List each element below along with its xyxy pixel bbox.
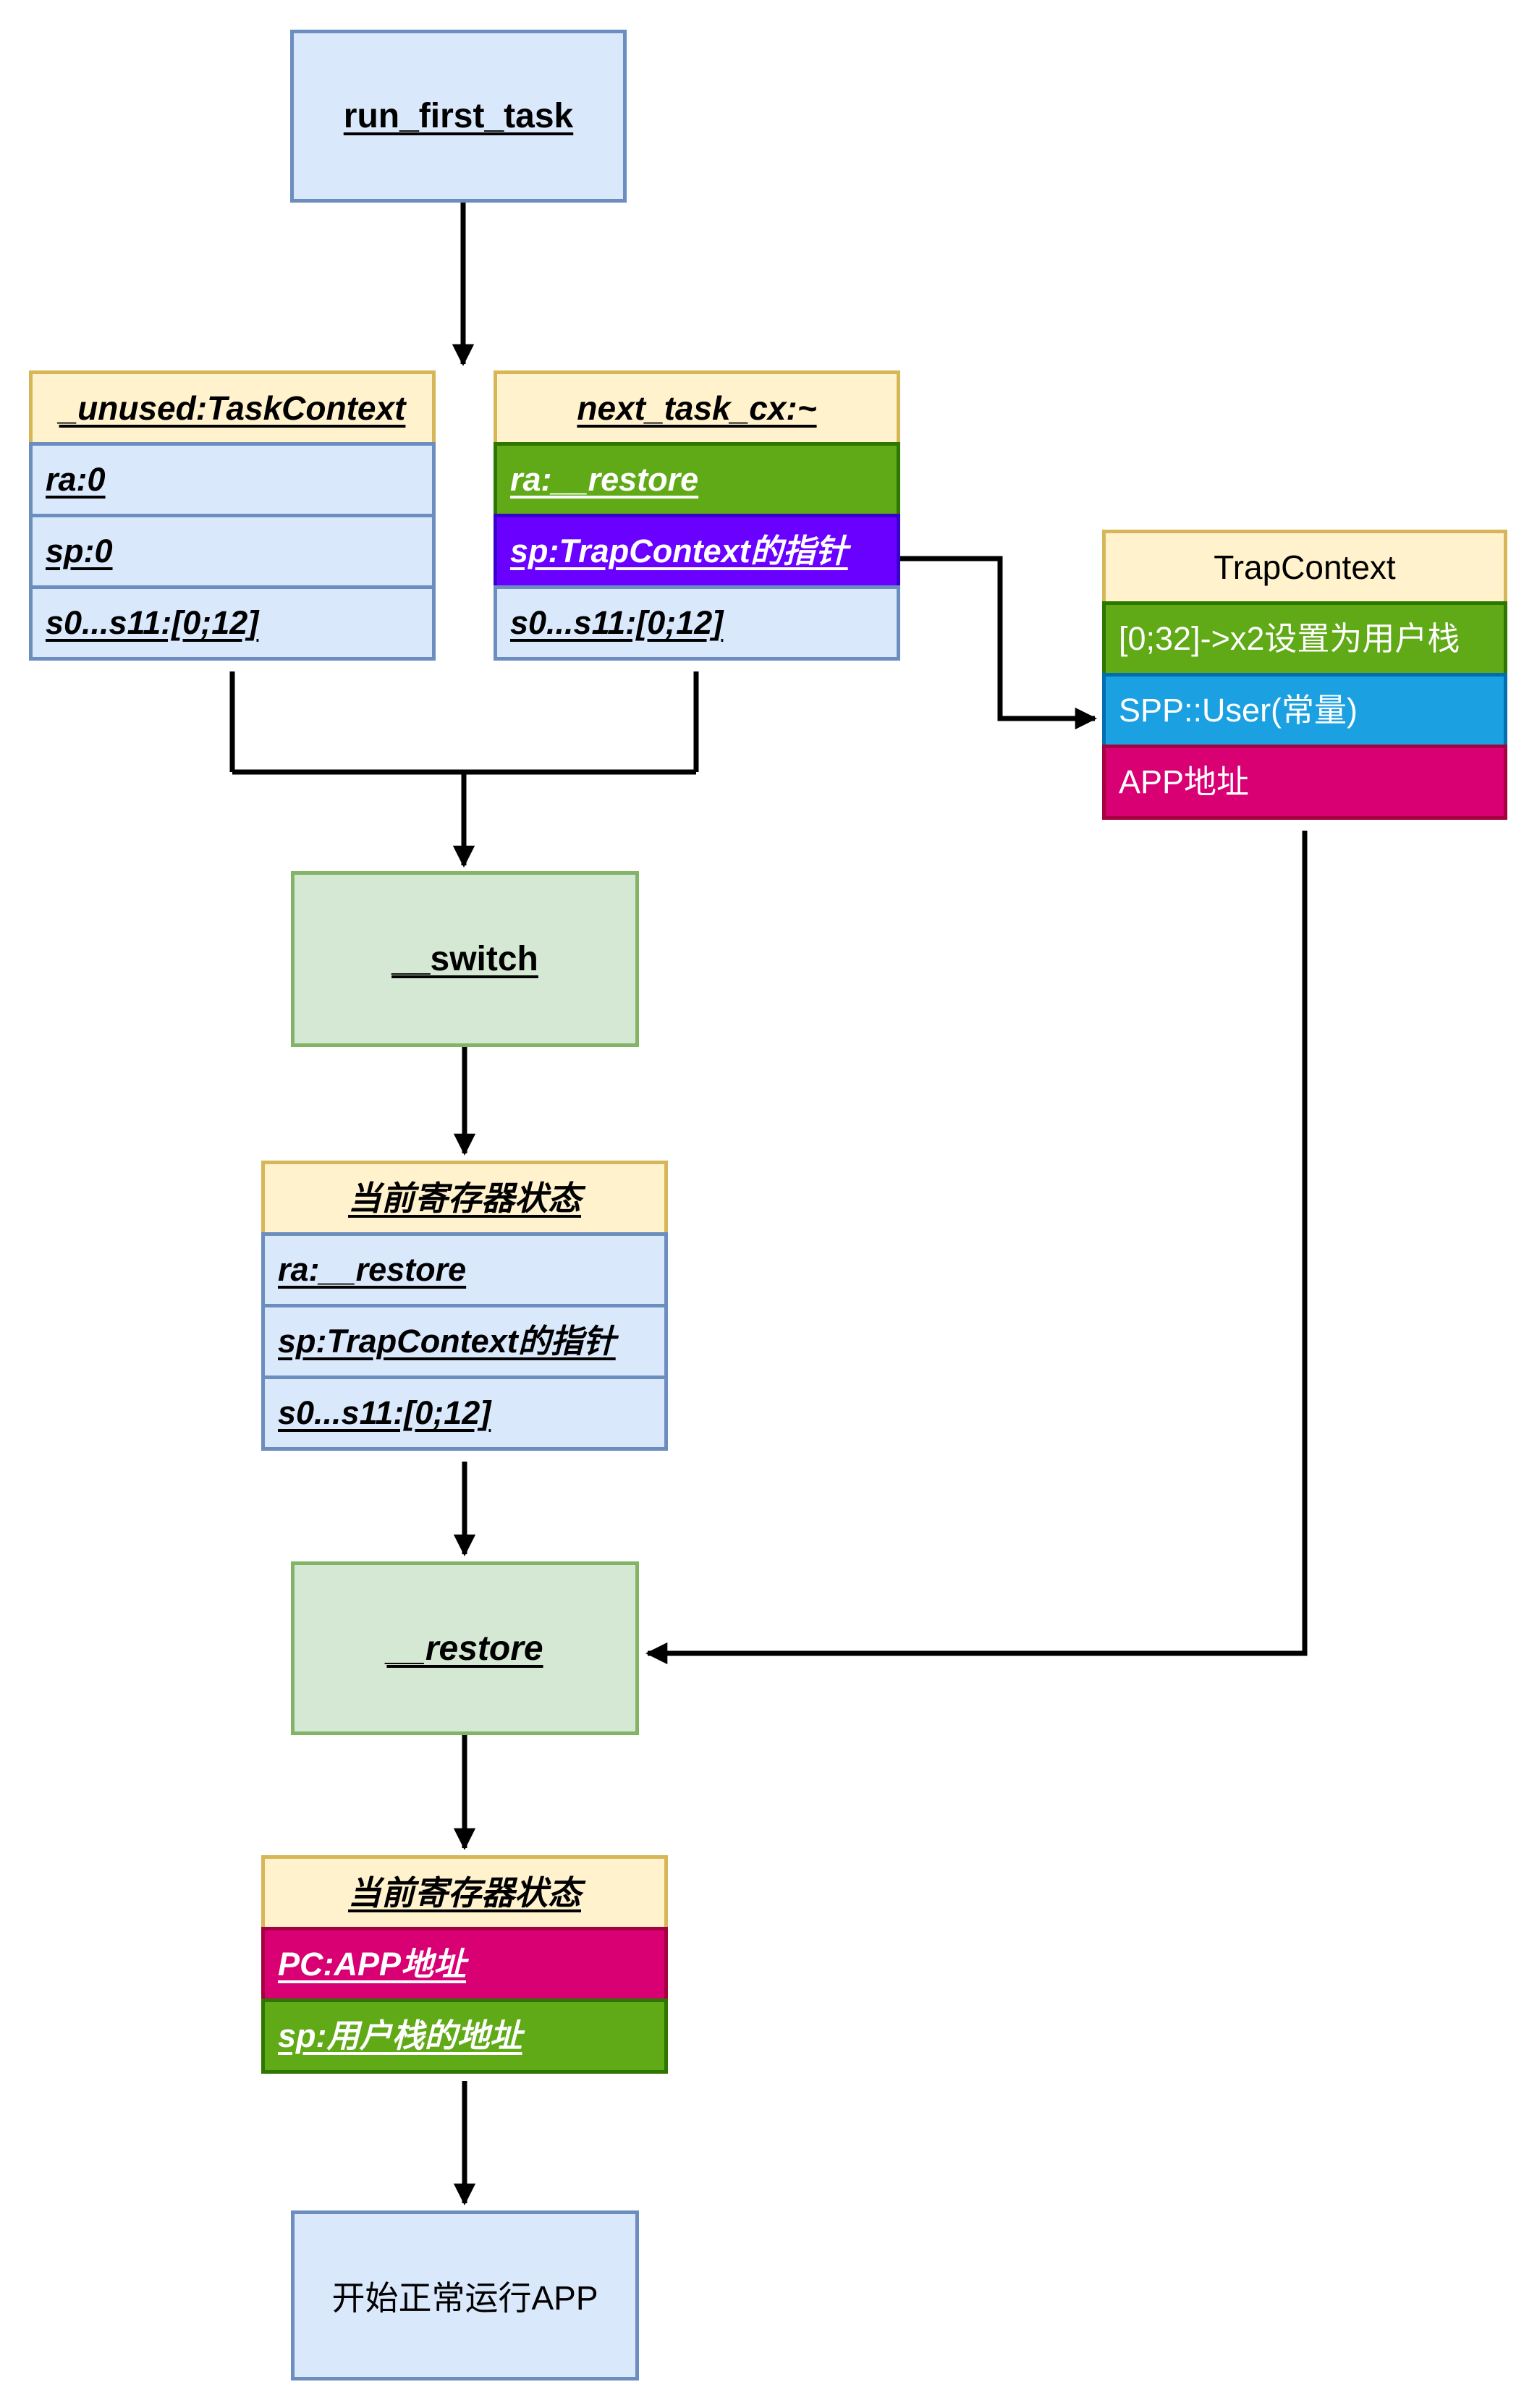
node-run-first-task: run_first_task	[290, 30, 627, 203]
row-label: ra:__restore	[278, 1251, 467, 1289]
table-row: sp:0	[29, 514, 436, 589]
table-next-task-title: next_task_cx:~	[577, 389, 817, 427]
node-restore: __restore	[291, 1561, 639, 1735]
row-label: s0...s11:[0;12]	[278, 1394, 491, 1432]
table-row: APP地址	[1102, 745, 1507, 820]
row-label: sp:TrapContext的指针	[510, 533, 848, 570]
table-register-state-1-header: 当前寄存器状态	[261, 1161, 668, 1236]
row-label: APP地址	[1119, 763, 1250, 801]
row-label: s0...s11:[0;12]	[510, 604, 724, 642]
table-trap-context: TrapContext [0;32]->x2设置为用户栈 SPP::User(常…	[1102, 530, 1507, 820]
table-register-state-2-title: 当前寄存器状态	[348, 1873, 581, 1912]
node-restore-label: __restore	[386, 1629, 543, 1668]
node-switch-label: __switch	[391, 940, 538, 978]
row-label: SPP::User(常量)	[1119, 692, 1358, 729]
table-row: PC:APP地址	[261, 1927, 668, 2002]
table-row: sp:TrapContext的指针	[261, 1304, 668, 1379]
table-register-state-2-header: 当前寄存器状态	[261, 1855, 668, 1930]
table-register-state-2: 当前寄存器状态 PC:APP地址 sp:用户栈的地址	[261, 1855, 668, 2074]
table-next-task-header: next_task_cx:~	[494, 370, 900, 446]
row-label: s0...s11:[0;12]	[46, 604, 259, 642]
table-next-task-cx: next_task_cx:~ ra:__restore sp:TrapConte…	[494, 370, 900, 661]
table-trap-context-title: TrapContext	[1214, 548, 1396, 586]
row-label: ra:0	[46, 461, 106, 499]
table-row: ra:0	[29, 442, 436, 517]
row-label: sp:用户栈的地址	[278, 2017, 522, 2055]
table-row: ra:__restore	[261, 1232, 668, 1307]
edge-trapcontext-to-restore	[645, 831, 1308, 1665]
row-label: sp:TrapContext的指针	[278, 1323, 616, 1360]
row-label: [0;32]->x2设置为用户栈	[1119, 620, 1460, 658]
table-row: ra:__restore	[494, 442, 900, 517]
edge-sp-to-trapcontext	[900, 556, 1098, 730]
table-row: s0...s11:[0;12]	[494, 585, 900, 661]
node-switch: __switch	[291, 871, 639, 1047]
table-row: s0...s11:[0;12]	[261, 1375, 668, 1451]
node-run-first-task-label: run_first_task	[343, 97, 574, 135]
row-label: PC:APP地址	[278, 1946, 467, 1983]
table-unused-title: _unused:TaskContext	[59, 389, 406, 427]
row-label: sp:0	[46, 533, 113, 570]
table-unused-header: _unused:TaskContext	[29, 370, 436, 446]
row-label: ra:__restore	[510, 461, 699, 499]
table-register-state-1: 当前寄存器状态 ra:__restore sp:TrapContext的指针 s…	[261, 1161, 668, 1451]
node-start-run-app: 开始正常运行APP	[291, 2210, 639, 2381]
table-register-state-1-title: 当前寄存器状态	[348, 1179, 581, 1217]
table-row: [0;32]->x2设置为用户栈	[1102, 601, 1507, 677]
table-unused-taskcontext: _unused:TaskContext ra:0 sp:0 s0...s11:[…	[29, 370, 436, 661]
table-row: sp:用户栈的地址	[261, 1998, 668, 2074]
table-row: s0...s11:[0;12]	[29, 585, 436, 661]
table-row: sp:TrapContext的指针	[494, 514, 900, 589]
table-trap-context-header: TrapContext	[1102, 530, 1507, 605]
table-row: SPP::User(常量)	[1102, 673, 1507, 748]
node-start-run-app-label: 开始正常运行APP	[331, 2278, 598, 2317]
